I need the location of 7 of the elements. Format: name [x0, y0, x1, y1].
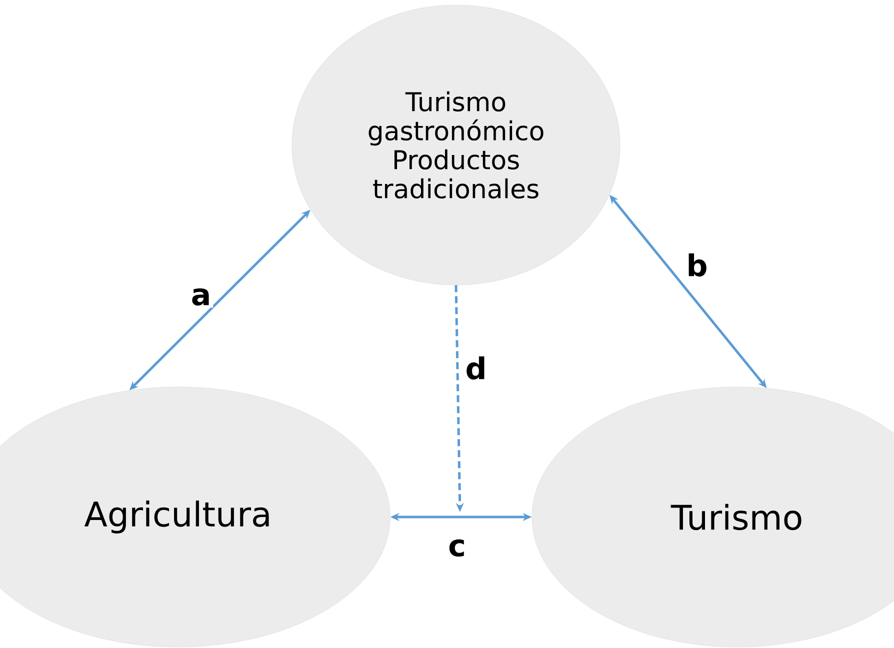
ellipse-node: Turismo gastronómico Productos tradicionales [292, 4, 620, 286]
edge-label: a [188, 286, 214, 308]
edge-label: c [446, 537, 468, 559]
ellipse-node: Agricultura [0, 386, 390, 648]
ellipse-node: Turismo [532, 386, 894, 648]
edge-label: b [684, 251, 710, 279]
edge-label: d [463, 354, 489, 382]
